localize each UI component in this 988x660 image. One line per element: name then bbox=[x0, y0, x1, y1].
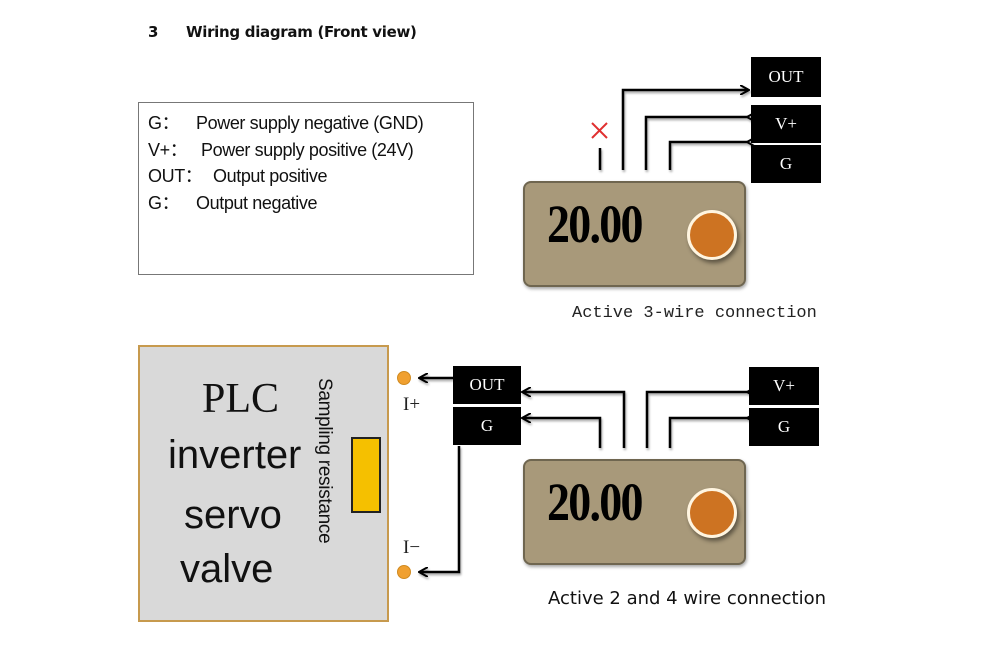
caption-2-4wire: Active 2 and 4 wire connection bbox=[548, 588, 827, 609]
legend-row: V+： Power supply positive (24V) bbox=[148, 137, 473, 164]
wire-g-2 bbox=[523, 418, 602, 448]
section-heading: 3 Wiring diagram (Front view) bbox=[148, 23, 417, 41]
receiver-line: valve bbox=[180, 547, 274, 591]
caption-3wire: Active 3-wire connection bbox=[572, 304, 817, 323]
receiver-line: inverter bbox=[168, 433, 302, 477]
legend-desc: Power supply negative (GND) bbox=[196, 113, 424, 133]
receiver-line: servo bbox=[184, 493, 282, 537]
wire-g-supply-2 bbox=[668, 418, 748, 448]
terminal-legend: G： Power supply negative (GND) V+： Power s… bbox=[138, 102, 474, 275]
terminal-g: G bbox=[751, 145, 821, 183]
iminus-label: I− bbox=[403, 537, 421, 558]
legend-key: G： bbox=[148, 192, 180, 213]
legend-row: G： Power supply negative (GND) bbox=[148, 110, 473, 137]
indicator-led-icon bbox=[687, 488, 737, 538]
wire-g bbox=[668, 142, 748, 170]
legend-desc: Power supply positive (24V) bbox=[201, 139, 414, 160]
legend-desc: Output negative bbox=[196, 192, 318, 213]
wire-vplus-2 bbox=[645, 392, 748, 448]
legend-desc: Output positive bbox=[213, 166, 328, 186]
x-mark-icon bbox=[591, 122, 608, 139]
wire-out-2 bbox=[523, 392, 626, 448]
terminal-vplus: V+ bbox=[751, 105, 821, 143]
receiver-device: PLC inverter servo valve bbox=[138, 345, 389, 622]
legend-row: OUT： Output positive bbox=[148, 163, 473, 190]
terminal-out: OUT bbox=[751, 57, 821, 97]
legend-key: G： bbox=[148, 113, 180, 133]
legend-row: G： Output negative bbox=[148, 190, 473, 217]
terminal-vplus-2: V+ bbox=[749, 367, 819, 405]
terminal-out-2: OUT bbox=[453, 366, 521, 404]
resistor-icon bbox=[351, 437, 381, 513]
transmitter-display-2-4wire: 20.00 bbox=[523, 459, 746, 565]
legend-key: V+： bbox=[148, 139, 188, 160]
display-value: 20.00 bbox=[547, 194, 643, 254]
display-value: 20.00 bbox=[547, 472, 643, 532]
section-number: 3 bbox=[148, 23, 159, 41]
terminal-dot-icon[interactable] bbox=[397, 371, 411, 385]
wire-to-iminus bbox=[420, 446, 461, 572]
transmitter-display-3wire: 20.00 bbox=[523, 181, 746, 287]
legend-key: OUT： bbox=[148, 166, 203, 186]
terminal-g-2: G bbox=[453, 407, 521, 445]
terminal-g-supply-2: G bbox=[749, 408, 819, 446]
sampling-resistance-text: Sampling resistance bbox=[314, 378, 335, 544]
terminal-dot-icon[interactable] bbox=[397, 565, 411, 579]
receiver-line: PLC bbox=[202, 376, 280, 422]
sampling-resistance-label: Sampling resistance bbox=[313, 378, 343, 598]
section-title: Wiring diagram (Front view) bbox=[186, 23, 417, 41]
indicator-led-icon bbox=[687, 210, 737, 260]
wire-out bbox=[621, 90, 748, 170]
wire-vplus bbox=[644, 117, 748, 170]
iplus-label: I+ bbox=[403, 394, 421, 415]
